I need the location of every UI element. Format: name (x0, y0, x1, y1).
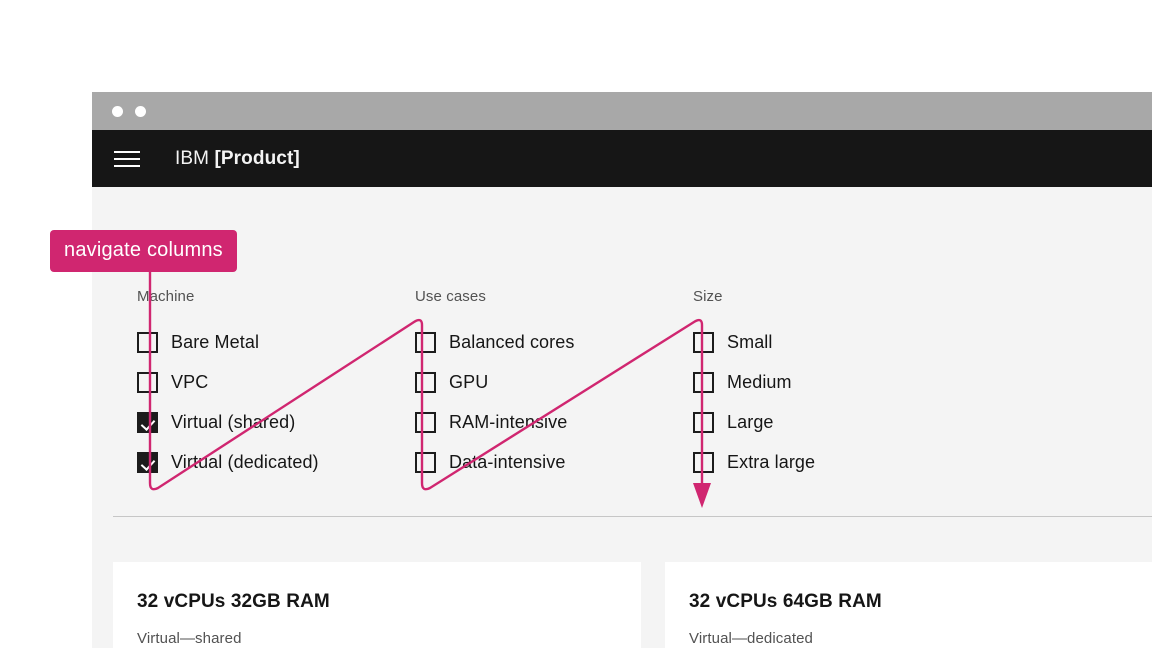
checkbox-icon[interactable] (693, 411, 714, 433)
checkbox-icon[interactable] (415, 451, 436, 473)
annotation-badge: navigate columns (50, 230, 237, 272)
checkbox-label: Small (727, 331, 773, 352)
brand-name: IBM (175, 147, 210, 169)
checkbox-label: Large (727, 411, 774, 432)
app-header: IBM [Product] (92, 130, 1152, 187)
window-dot-2-icon[interactable] (135, 105, 146, 117)
hamburger-line-2 (114, 157, 140, 160)
checkbox-icon[interactable] (693, 331, 714, 353)
checkbox-option-medium[interactable]: Medium (693, 362, 815, 402)
checkbox-label: RAM-intensive (449, 411, 568, 432)
checkbox-label: Extra large (727, 451, 816, 472)
checkbox-label: Medium (727, 371, 792, 392)
checkbox-icon[interactable] (137, 371, 158, 393)
checkbox-icon[interactable] (415, 371, 436, 393)
result-card-title: 32 vCPUs 32GB RAM (137, 591, 330, 612)
result-card-subtitle: Virtual—shared (137, 630, 242, 647)
checkbox-icon[interactable] (693, 451, 714, 473)
filter-column-title: Size (693, 288, 723, 305)
checkbox-option-virtual-shared[interactable]: Virtual (shared) (137, 402, 415, 442)
section-divider (113, 516, 1152, 517)
checkbox-checked-icon[interactable] (137, 411, 158, 433)
checkbox-option-virtual-dedicated[interactable]: Virtual (dedicated) (137, 442, 415, 482)
checkbox-icon[interactable] (137, 331, 158, 353)
hamburger-menu-icon[interactable] (112, 144, 142, 174)
filter-columns: Machine Bare Metal VPC Virtual (shared) (137, 288, 1117, 482)
window-dot-1-icon[interactable] (112, 105, 123, 117)
filter-column-use-cases: Use cases Balanced cores GPU RAM-intensi… (415, 288, 693, 482)
checkbox-label: Data-intensive (449, 451, 566, 472)
result-card[interactable]: 32 vCPUs 64GB RAM Virtual—dedicated (665, 562, 1152, 648)
filter-column-title: Use cases (415, 288, 486, 305)
checkbox-icon[interactable] (415, 411, 436, 433)
checkbox-option-vpc[interactable]: VPC (137, 362, 415, 402)
checkbox-checked-icon[interactable] (137, 451, 158, 473)
checkbox-label: Virtual (shared) (171, 411, 296, 432)
app-title: IBM [Product] (175, 148, 300, 170)
hamburger-line-1 (114, 150, 140, 153)
checkbox-option-large[interactable]: Large (693, 402, 815, 442)
checkbox-icon[interactable] (693, 371, 714, 393)
app-window: IBM [Product] Machine Bare Metal VPC (92, 92, 1152, 648)
filter-column-machine: Machine Bare Metal VPC Virtual (shared) (137, 288, 415, 482)
checkbox-label: VPC (171, 371, 209, 392)
result-card-title: 32 vCPUs 64GB RAM (689, 591, 882, 612)
product-name: [Product] (214, 147, 300, 169)
checkbox-option-data-intensive[interactable]: Data-intensive (415, 442, 693, 482)
checkbox-option-small[interactable]: Small (693, 322, 815, 362)
checkbox-icon[interactable] (415, 331, 436, 353)
window-titlebar (92, 92, 1152, 130)
checkbox-label: GPU (449, 371, 489, 392)
checkbox-label: Virtual (dedicated) (171, 451, 319, 472)
checkbox-option-extra-large[interactable]: Extra large (693, 442, 815, 482)
app-body: Machine Bare Metal VPC Virtual (shared) (92, 187, 1152, 648)
checkbox-option-balanced-cores[interactable]: Balanced cores (415, 322, 693, 362)
filter-column-title: Machine (137, 288, 195, 305)
checkbox-option-ram-intensive[interactable]: RAM-intensive (415, 402, 693, 442)
checkbox-label: Balanced cores (449, 331, 575, 352)
hamburger-line-3 (114, 164, 140, 167)
filter-column-size: Size Small Medium Large (693, 288, 815, 482)
checkbox-label: Bare Metal (171, 331, 260, 352)
checkbox-option-gpu[interactable]: GPU (415, 362, 693, 402)
result-card[interactable]: 32 vCPUs 32GB RAM Virtual—shared (113, 562, 641, 648)
checkbox-option-bare-metal[interactable]: Bare Metal (137, 322, 415, 362)
result-card-subtitle: Virtual—dedicated (689, 630, 813, 647)
results-card-list: 32 vCPUs 32GB RAM Virtual—shared 32 vCPU… (113, 562, 1152, 648)
